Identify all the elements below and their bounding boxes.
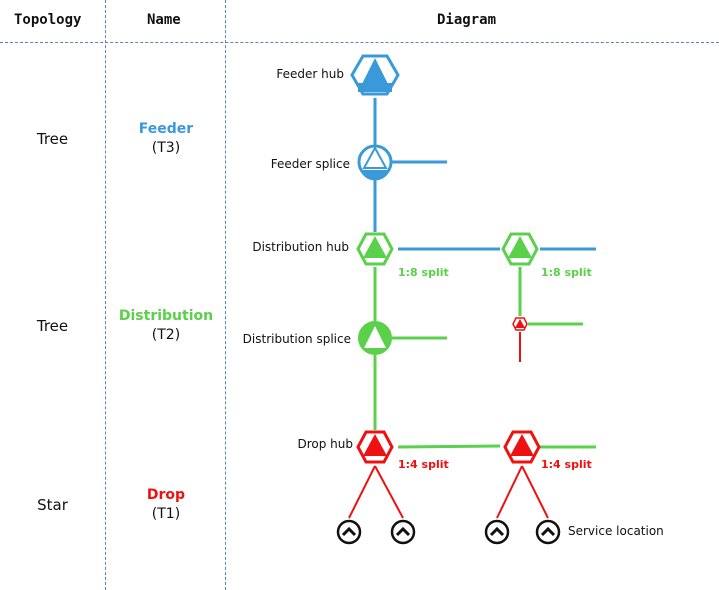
tier-distribution: (T2) bbox=[151, 327, 181, 343]
tier-drop: (T1) bbox=[151, 506, 181, 522]
feeder-splice-icon bbox=[357, 144, 393, 181]
column-divider-2 bbox=[225, 0, 226, 590]
name-feeder: Feeder bbox=[138, 121, 194, 137]
distribution-hub-1-icon bbox=[356, 232, 394, 266]
topology-feeder: Tree bbox=[36, 130, 69, 148]
drop-1-left-line bbox=[348, 465, 376, 519]
distribution-links bbox=[373, 267, 596, 449]
name-distribution: Distribution bbox=[118, 308, 214, 324]
drop-hub-2-icon bbox=[503, 430, 541, 464]
service-location-3-icon bbox=[484, 519, 510, 545]
header-name: Name bbox=[147, 12, 181, 28]
tier-feeder: (T3) bbox=[151, 140, 181, 156]
split-distribution-2: 1:8 split bbox=[541, 266, 592, 279]
name-drop: Drop bbox=[146, 487, 186, 503]
drop-2-left-line bbox=[496, 465, 523, 519]
feeder-links bbox=[373, 98, 596, 251]
label-feeder-hub: Feeder hub bbox=[276, 67, 344, 81]
dist-to-second-drop-hub-line bbox=[397, 444, 501, 449]
header-divider bbox=[0, 42, 719, 43]
split-distribution-1: 1:8 split bbox=[398, 266, 449, 279]
topology-distribution: Tree bbox=[36, 317, 69, 335]
drop-1-right-line bbox=[374, 465, 404, 519]
service-location-2-icon bbox=[390, 519, 416, 545]
column-divider-1 bbox=[105, 0, 106, 590]
split-drop-2: 1:4 split bbox=[541, 458, 592, 471]
label-distribution-hub: Distribution hub bbox=[252, 240, 349, 254]
distribution-hub-2-icon bbox=[501, 232, 539, 266]
service-location-1-icon bbox=[336, 519, 362, 545]
label-feeder-splice: Feeder splice bbox=[270, 157, 350, 171]
split-drop-1: 1:4 split bbox=[398, 458, 449, 471]
header-topology: Topology bbox=[14, 12, 82, 28]
drop-hub-1-icon bbox=[356, 430, 394, 464]
small-drop-splice-icon bbox=[512, 317, 528, 331]
drop-2-right-line bbox=[521, 465, 549, 519]
feeder-hub-icon bbox=[350, 54, 400, 96]
service-location-4-icon bbox=[535, 519, 561, 545]
header-diagram: Diagram bbox=[437, 12, 497, 28]
drop-links bbox=[348, 332, 549, 519]
label-drop-hub: Drop hub bbox=[297, 437, 353, 451]
label-service-location: Service location bbox=[568, 524, 664, 538]
label-distribution-splice: Distribution splice bbox=[242, 332, 351, 346]
topology-drop: Star bbox=[37, 496, 68, 514]
distribution-splice-icon bbox=[358, 321, 392, 355]
